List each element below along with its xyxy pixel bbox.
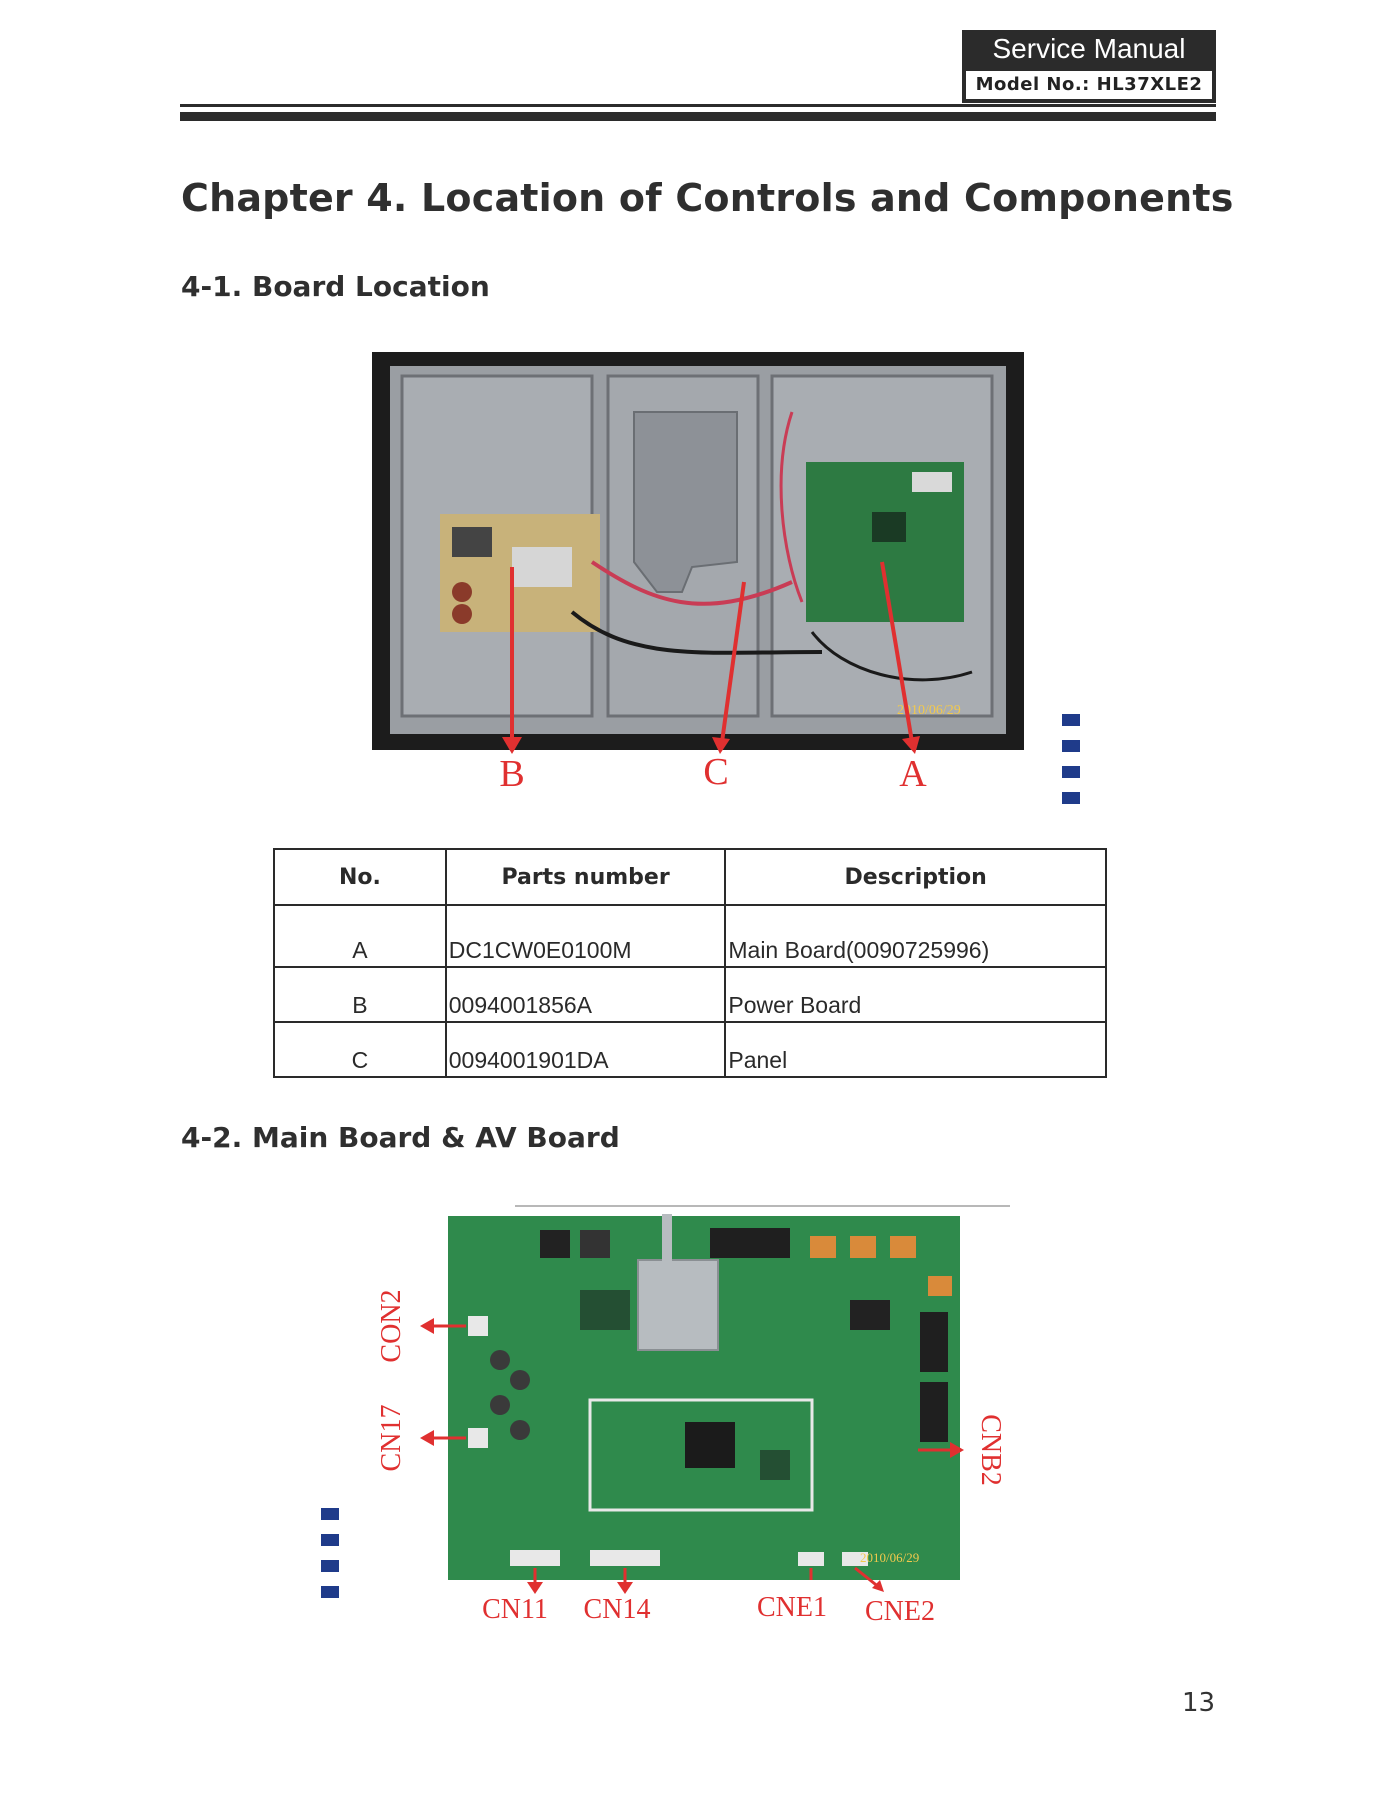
table-cell-part: 0094001901DA xyxy=(444,1021,727,1078)
photo1-label-c: C xyxy=(703,751,728,793)
section-title-main-board: 4-2. Main Board & AV Board xyxy=(181,1121,620,1154)
blue-marker xyxy=(1062,766,1080,778)
label-cn17: CN17 xyxy=(380,1405,407,1472)
photo1-date-stamp: 2010/06/29 xyxy=(897,703,961,718)
table-cell-no: C xyxy=(273,1021,447,1078)
table-row: A DC1CW0E0100M Main Board(0090725996) xyxy=(273,904,1107,968)
table-cell-part: 0094001856A xyxy=(444,966,727,1023)
label-cn11: CN11 xyxy=(482,1594,548,1625)
header-title: Service Manual xyxy=(992,33,1186,64)
blue-marker xyxy=(321,1586,339,1598)
label-cne1: CNE1 xyxy=(757,1592,827,1623)
table-cell-no: A xyxy=(273,904,447,968)
table-cell-desc: Power Board xyxy=(724,966,1107,1023)
header-model-number: Model No.: HL37XLE2 xyxy=(966,71,1212,99)
label-cne2: CNE2 xyxy=(865,1596,935,1627)
section-title-board-location: 4-1. Board Location xyxy=(181,270,490,303)
table-row: B 0094001856A Power Board xyxy=(273,966,1107,1023)
table-cell-part: DC1CW0E0100M xyxy=(444,904,727,968)
blue-marker xyxy=(321,1560,339,1572)
table-header-parts-number: Parts number xyxy=(444,848,727,906)
blue-marker xyxy=(1062,792,1080,804)
chapter-title: Chapter 4. Location of Controls and Comp… xyxy=(181,176,1234,220)
blue-marker xyxy=(1062,714,1080,726)
table-cell-desc: Main Board(0090725996) xyxy=(724,904,1107,968)
header-rule-thick xyxy=(180,112,1216,121)
blue-marker xyxy=(321,1534,339,1546)
photo2-date-stamp: 2010/06/29 xyxy=(860,1550,919,1565)
label-cnb2: CNB2 xyxy=(975,1414,1006,1486)
label-cn14: CN14 xyxy=(584,1594,651,1625)
blue-markers-2 xyxy=(321,1508,339,1612)
table-header-description: Description xyxy=(724,848,1107,906)
table-header-no: No. xyxy=(273,848,447,906)
table-row: C 0094001901DA Panel xyxy=(273,1021,1107,1078)
page-number: 13 xyxy=(1182,1688,1216,1718)
table-cell-desc: Panel xyxy=(724,1021,1107,1078)
label-con2: CON2 xyxy=(380,1289,407,1362)
blue-marker xyxy=(1062,740,1080,752)
table-header-row: No. Parts number Description xyxy=(273,848,1107,906)
main-board-photo: 2010/06/29 CON2 CN17 CNB2 CN11 CN14 CNE1… xyxy=(380,1205,1010,1627)
blue-markers-1 xyxy=(1062,714,1080,818)
parts-table: No. Parts number Description A DC1CW0E01… xyxy=(273,848,1107,1078)
photo1-label-b: B xyxy=(499,753,524,795)
photo1-label-a: A xyxy=(899,753,927,795)
blue-marker xyxy=(321,1508,339,1520)
header-rule-thin xyxy=(180,104,1216,107)
table-cell-no: B xyxy=(273,966,447,1023)
board-location-photo: 2010/06/29 B C A xyxy=(372,352,1024,795)
